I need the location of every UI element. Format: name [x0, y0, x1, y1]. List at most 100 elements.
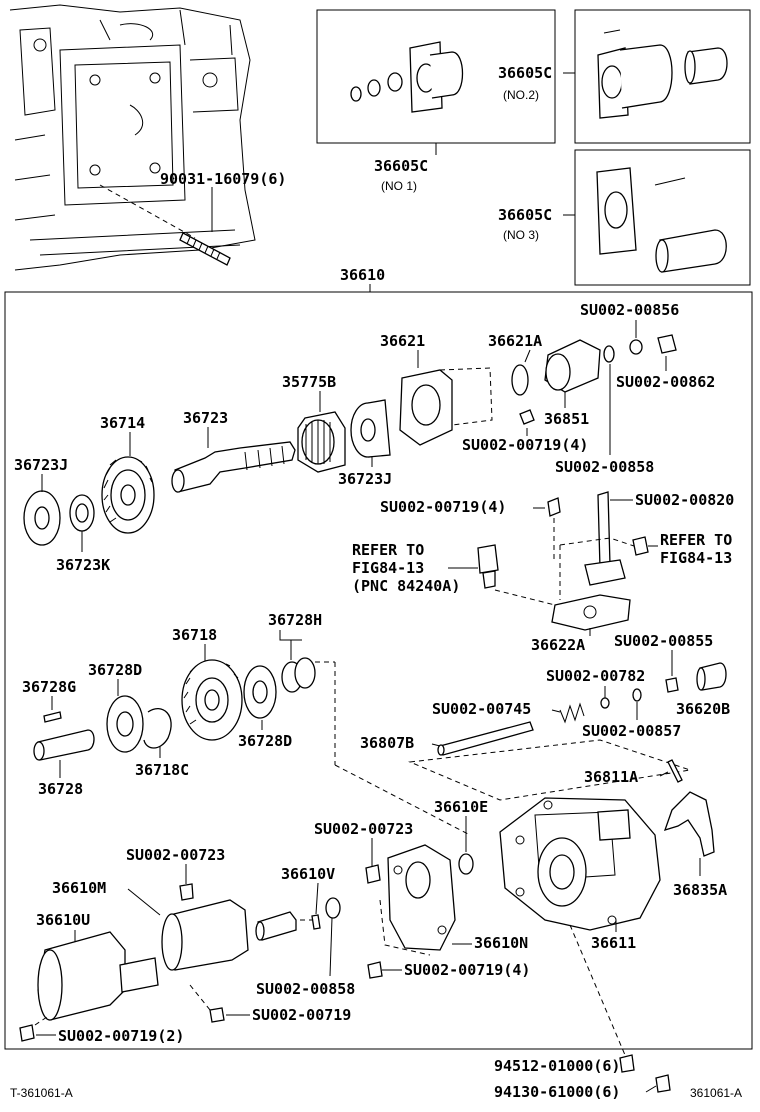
36605c-no3-kit: [596, 167, 727, 273]
label-36807B: 36807B: [360, 734, 414, 752]
label-36621: 36621: [380, 332, 425, 350]
label-su002-00723-a: SU002-00723: [314, 820, 413, 838]
part-36835A-fork: [663, 791, 715, 857]
label-36605c-no3-sub: (NO 3): [503, 228, 539, 242]
part-36718C-snap-ring: [143, 707, 172, 749]
label-36728D-left: 36728D: [88, 661, 142, 679]
label-36728: 36728: [38, 780, 83, 798]
part-su002-00858-washer: [603, 345, 615, 363]
label-36610V: 36610V: [281, 865, 335, 883]
part-36622A-bracket: [551, 491, 641, 631]
label-su002-00745: SU002-00745: [432, 700, 531, 718]
label-refer1-a: REFER TO: [352, 541, 424, 559]
part-36714-gear: [101, 456, 155, 534]
label-35775B: 35775B: [282, 373, 336, 391]
label-36620B: 36620B: [676, 700, 730, 718]
label-36605c-no2: 36605C: [498, 64, 552, 82]
label-36723J-left: 36723J: [14, 456, 68, 474]
part-su002-00723-bolt-a: [365, 864, 381, 884]
part-94130-61000-washer: [655, 1074, 671, 1093]
part-36610M-housing: [161, 899, 249, 971]
label-36605c-no1: 36605C: [374, 157, 428, 175]
label-refer2-a: REFER TO: [660, 531, 732, 549]
part-36851-cover: [544, 339, 601, 393]
part-su002-00719-bolt: [519, 409, 535, 425]
36605c-no2-kit: [597, 29, 728, 119]
label-94512-01000: 94512-01000(6): [494, 1057, 620, 1075]
part-36611-case: [499, 797, 661, 931]
label-36723J-right: 36723J: [338, 470, 392, 488]
part-36807B-shaft: [437, 721, 534, 756]
label-su002-00856: SU002-00856: [580, 301, 679, 319]
part-su002-00857-washer: [632, 688, 642, 702]
transmission-case-sketch: [9, 4, 256, 271]
part-refer-fig84-13-nut: [632, 536, 649, 556]
label-su002-00857: SU002-00857: [582, 722, 681, 740]
part-36723J-right-bearing: [350, 399, 391, 458]
label-36605c-no3: 36605C: [498, 206, 552, 224]
label-36605c-no2-sub: (NO.2): [503, 88, 539, 102]
label-su002-00858-b: SU002-00858: [256, 980, 355, 998]
part-36610U-actuator: [37, 931, 159, 1021]
label-36728H: 36728H: [268, 611, 322, 629]
label-su002-00719-4-low: SU002-00719(4): [404, 961, 530, 979]
part-36728H-ring-b: [294, 657, 316, 689]
part-su002-00856-washer: [629, 339, 643, 355]
label-36811A: 36811A: [584, 768, 638, 786]
label-36610U: 36610U: [36, 911, 90, 929]
part-refer-fig84-13-switch: [477, 544, 499, 589]
label-36718: 36718: [172, 626, 217, 644]
part-35775B-bearing: [297, 411, 346, 473]
part-su002-00719-bolt-e: [19, 1024, 35, 1042]
part-su002-00855-nut: [665, 677, 679, 693]
label-su002-00855: SU002-00855: [614, 632, 713, 650]
part-su002-00782-ball: [600, 697, 610, 709]
label-su002-00719-4-mid: SU002-00719(4): [380, 498, 506, 516]
part-36723-shaft: [171, 441, 296, 493]
part-su002-00719-bolt-c: [367, 961, 383, 979]
label-36622A: 36622A: [531, 636, 585, 654]
part-su002-00745-spring: [559, 702, 585, 724]
box-36605c-no3: [574, 149, 751, 286]
part-36728-shaft: [33, 729, 95, 761]
label-su002-00862: SU002-00862: [616, 373, 715, 391]
label-refer2-b: FIG84-13: [660, 549, 732, 567]
stud-bolt: [179, 232, 231, 266]
footer-right-code: 361061-A: [690, 1086, 742, 1100]
label-36610: 36610: [340, 266, 385, 284]
part-36610N-cover: [379, 844, 456, 956]
label-su002-00719-2: SU002-00719(2): [58, 1027, 184, 1045]
label-36723K: 36723K: [56, 556, 110, 574]
label-36610M: 36610M: [52, 879, 106, 897]
label-refer1-c: (PNC 84240A): [352, 577, 460, 595]
part-su002-00719-bolt-d: [209, 1007, 225, 1023]
part-su002-00862-nut: [657, 334, 677, 354]
label-36610E: 36610E: [434, 798, 488, 816]
part-36811A-pin: [667, 759, 683, 783]
part-actuator-rod: [255, 911, 297, 941]
assembly-36610-frame: [4, 291, 753, 1050]
part-36610V-pin: [311, 914, 321, 930]
label-36718C: 36718C: [135, 761, 189, 779]
part-36621A-shim: [511, 364, 529, 396]
part-36620B-sleeve: [696, 662, 727, 691]
label-36835A: 36835A: [673, 881, 727, 899]
label-36714: 36714: [100, 414, 145, 432]
part-36718-gear: [181, 659, 243, 741]
label-su002-00719-4-top: SU002-00719(4): [462, 436, 588, 454]
label-36723: 36723: [183, 409, 228, 427]
label-su002-00858-top: SU002-00858: [555, 458, 654, 476]
part-su002-00858-washer-b: [325, 897, 341, 919]
box-36605c-no2: [574, 9, 751, 144]
label-94130-61000: 94130-61000(6): [494, 1083, 620, 1101]
label-36605c-no1-sub: (NO 1): [381, 179, 417, 193]
part-94512-01000-nut: [619, 1054, 635, 1073]
footer-left-code: T-361061-A: [10, 1086, 73, 1100]
label-90031-16079: 90031-16079(6): [160, 170, 286, 188]
label-36610N: 36610N: [474, 934, 528, 952]
part-su002-00719-bolt-mid: [547, 497, 561, 517]
36605c-no1-kit: [350, 41, 464, 113]
label-36728D-right: 36728D: [238, 732, 292, 750]
label-refer1-b: FIG84-13: [352, 559, 424, 577]
part-36621-retainer: [399, 367, 493, 446]
